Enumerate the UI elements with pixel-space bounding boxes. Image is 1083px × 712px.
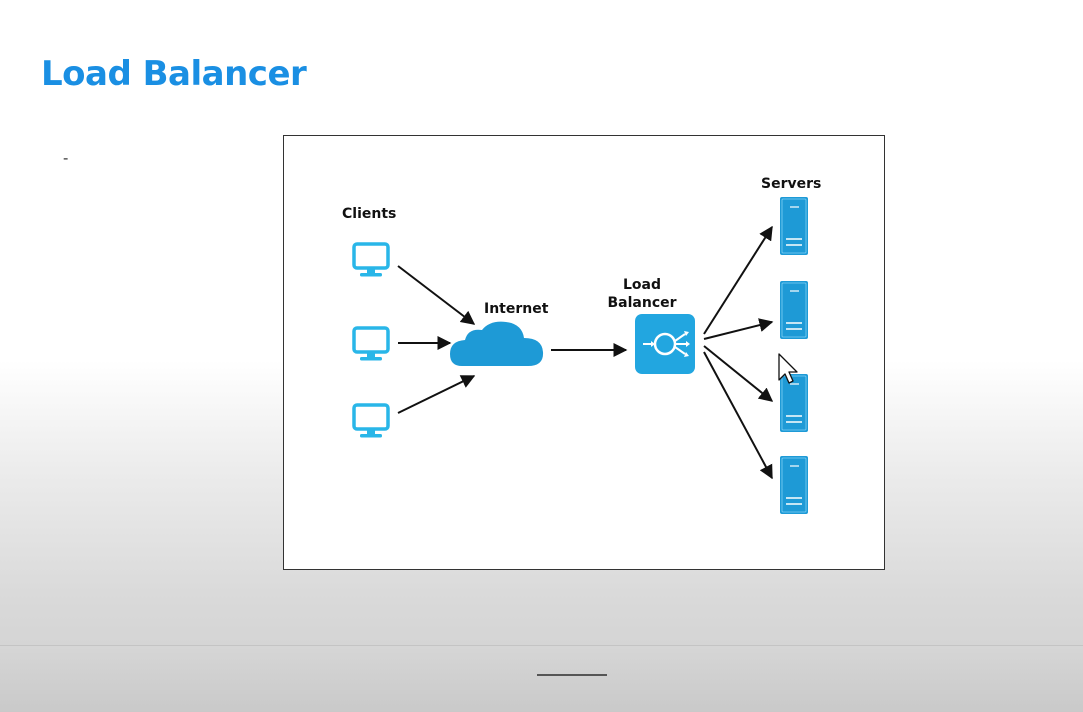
server-icon bbox=[779, 455, 809, 515]
load-balancer-icon bbox=[635, 314, 695, 374]
monitor-icon bbox=[352, 326, 390, 363]
arrow bbox=[703, 351, 773, 480]
slide-title: Load Balancer bbox=[41, 54, 307, 94]
server-icon bbox=[779, 373, 809, 433]
load-balancer-label-line1: Load bbox=[623, 277, 661, 293]
server-icon bbox=[779, 280, 809, 340]
bottom-handle[interactable] bbox=[537, 674, 607, 676]
arrow bbox=[703, 318, 774, 340]
cloud-icon bbox=[450, 321, 544, 366]
load-balancer-label-line2: Balancer bbox=[607, 295, 676, 311]
bottom-bar bbox=[0, 645, 1083, 712]
arrow bbox=[397, 375, 476, 414]
monitor-icon bbox=[352, 242, 390, 279]
server-icon bbox=[779, 196, 809, 256]
arrow bbox=[703, 225, 773, 335]
clients-label: Clients bbox=[342, 206, 396, 222]
internet-label: Internet bbox=[484, 301, 549, 317]
network-diagram: Clients Internet Load Balancer Servers bbox=[342, 176, 821, 515]
monitor-icon bbox=[352, 403, 390, 440]
servers-label: Servers bbox=[761, 176, 821, 192]
arrow bbox=[397, 265, 476, 325]
diagram-frame: Clients Internet Load Balancer Servers bbox=[283, 135, 885, 570]
bullet-marker: - bbox=[63, 150, 69, 167]
arrow bbox=[703, 345, 774, 402]
mouse-cursor-icon bbox=[778, 353, 798, 384]
